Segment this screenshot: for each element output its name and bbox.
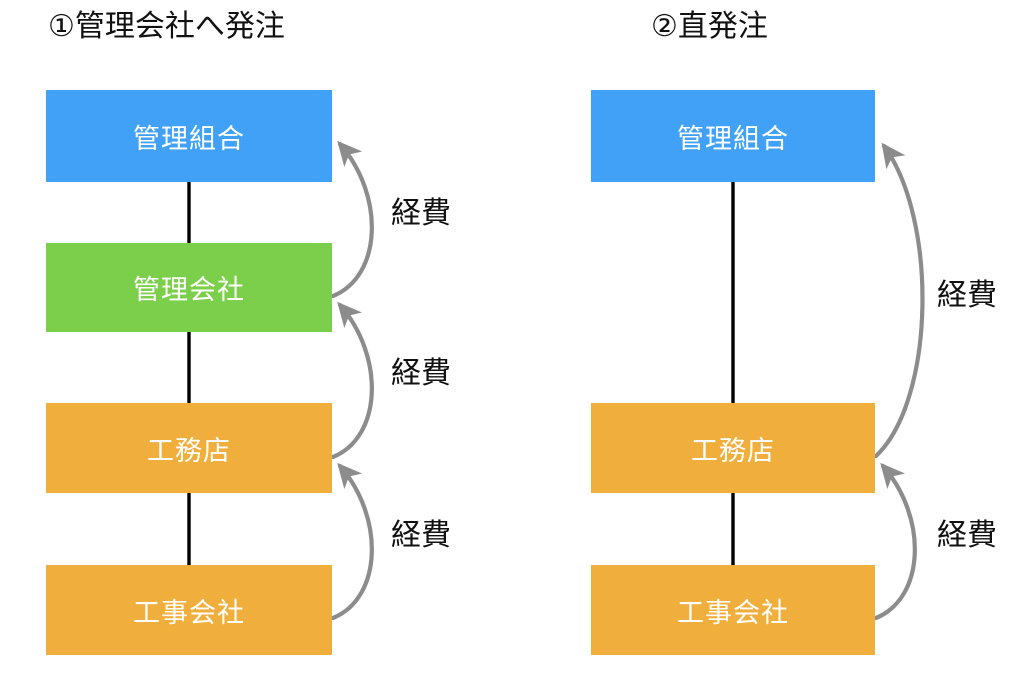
- node-column2-construction-company[interactable]: 工事会社: [591, 565, 875, 655]
- column-1-title: ①管理会社へ発注: [48, 10, 285, 43]
- left-column-cost-arrows: [330, 140, 374, 621]
- cost-arrow-kojigaisha-to-komuten: [873, 462, 917, 621]
- right-column-cost-arrows: [873, 142, 925, 621]
- cost-arrow-komuten-to-kanrikumiai: [873, 142, 925, 459]
- node-column1-management-association[interactable]: 管理組合: [46, 90, 332, 182]
- cost-arrow-kanrigaisha-to-kanrikumiai: [330, 140, 374, 299]
- cost-label-column2-2: 経費: [937, 519, 997, 552]
- cost-label-column1-2: 経費: [391, 357, 451, 390]
- node-column2-construction-shop[interactable]: 工務店: [591, 403, 875, 493]
- column-2-title: ②直発注: [651, 10, 768, 43]
- node-column1-construction-company[interactable]: 工事会社: [46, 565, 332, 655]
- node-column1-management-company[interactable]: 管理会社: [46, 243, 332, 332]
- cost-arrow-komuten-to-kanrigaisha: [330, 301, 374, 460]
- cost-label-column1-1: 経費: [391, 197, 451, 230]
- cost-label-column1-3: 経費: [391, 519, 451, 552]
- cost-label-column2-1: 経費: [937, 279, 997, 312]
- node-column1-construction-shop[interactable]: 工務店: [46, 403, 332, 493]
- cost-arrow-kojigaisha-to-komuten: [330, 462, 374, 621]
- node-column2-management-association[interactable]: 管理組合: [591, 90, 875, 182]
